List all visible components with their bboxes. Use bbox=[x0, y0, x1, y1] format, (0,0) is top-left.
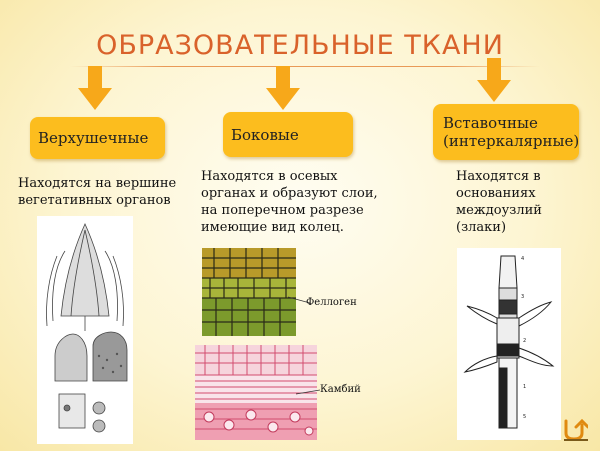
phellogen-illustration bbox=[202, 248, 296, 336]
return-icon[interactable] bbox=[562, 419, 588, 441]
apical-tissue-label: Верхушечные bbox=[38, 129, 149, 147]
down-arrow-icon bbox=[477, 58, 511, 102]
intercalary-tissue-label: Вставочные bbox=[443, 114, 538, 132]
svg-text:5: 5 bbox=[523, 414, 526, 420]
phellogen-caption: Феллоген bbox=[306, 297, 357, 308]
intercalary-tissue-box: Вставочные (интеркалярные) bbox=[433, 104, 579, 160]
apical-tissue-box: Верхушечные bbox=[30, 117, 165, 159]
down-arrow-icon bbox=[78, 66, 112, 110]
down-arrow-icon bbox=[266, 66, 300, 110]
intercalary-tissue-label-2: (интеркалярные) bbox=[443, 132, 580, 150]
intercalary-description: Находятся в основаниях междоузлий (злаки… bbox=[456, 169, 542, 235]
cambium-caption: Камбий bbox=[320, 384, 361, 395]
svg-text:2: 2 bbox=[523, 338, 526, 344]
intercalary-meristem-illustration: 4 3 2 1 5 bbox=[457, 248, 561, 440]
svg-text:4: 4 bbox=[521, 256, 524, 262]
phellogen-pointer bbox=[288, 296, 310, 304]
title-divider bbox=[70, 66, 540, 67]
lateral-description: Находятся в осевых органах и образуют сл… bbox=[201, 169, 378, 235]
cambium-pointer bbox=[296, 389, 320, 395]
apical-meristem-illustration bbox=[37, 216, 133, 444]
apical-description: Находятся на вершине вегетативных органо… bbox=[18, 176, 177, 208]
cambium-illustration bbox=[195, 345, 317, 440]
lateral-tissue-label: Боковые bbox=[231, 125, 299, 144]
page-title: ОБРАЗОВАТЕЛЬНЫЕ ТКАНИ bbox=[96, 30, 504, 61]
lateral-tissue-box: Боковые bbox=[223, 112, 353, 157]
svg-text:1: 1 bbox=[523, 384, 526, 390]
svg-text:3: 3 bbox=[521, 294, 524, 300]
